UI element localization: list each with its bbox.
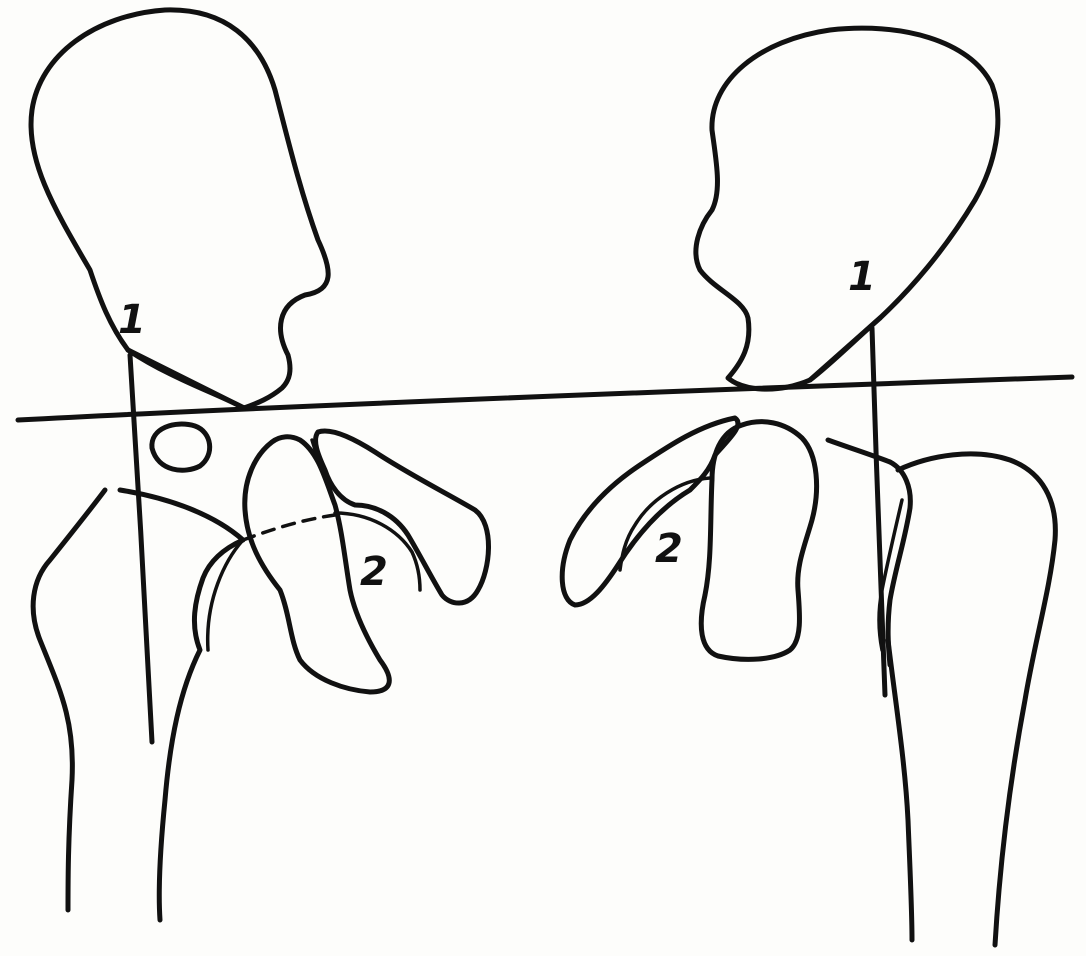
left-ossification-nucleus	[152, 424, 210, 470]
left-femur-metaphysis	[120, 490, 243, 920]
left-iliac-wing	[31, 10, 328, 408]
left-label-1: 1	[118, 297, 146, 343]
horizontal-reference-line	[18, 377, 1072, 420]
left-femur-neck-line	[208, 540, 243, 650]
right-label-2: 2	[655, 526, 683, 572]
right-iliac-wing	[696, 28, 998, 389]
right-femur-cap	[828, 440, 910, 665]
right-ischium	[701, 422, 816, 660]
right-femur-outer	[898, 454, 1055, 945]
left-acetabular-roof-line	[128, 350, 244, 408]
left-pubic-ramus	[316, 431, 489, 603]
right-acetabular-roof-line	[810, 318, 880, 380]
left-symphysis-line	[312, 440, 333, 500]
left-label-2: 2	[360, 549, 388, 595]
left-dashed-line	[243, 515, 335, 540]
right-femur-inner	[888, 640, 912, 940]
left-femur-outer	[33, 490, 105, 910]
right-label-1: 1	[848, 254, 876, 300]
